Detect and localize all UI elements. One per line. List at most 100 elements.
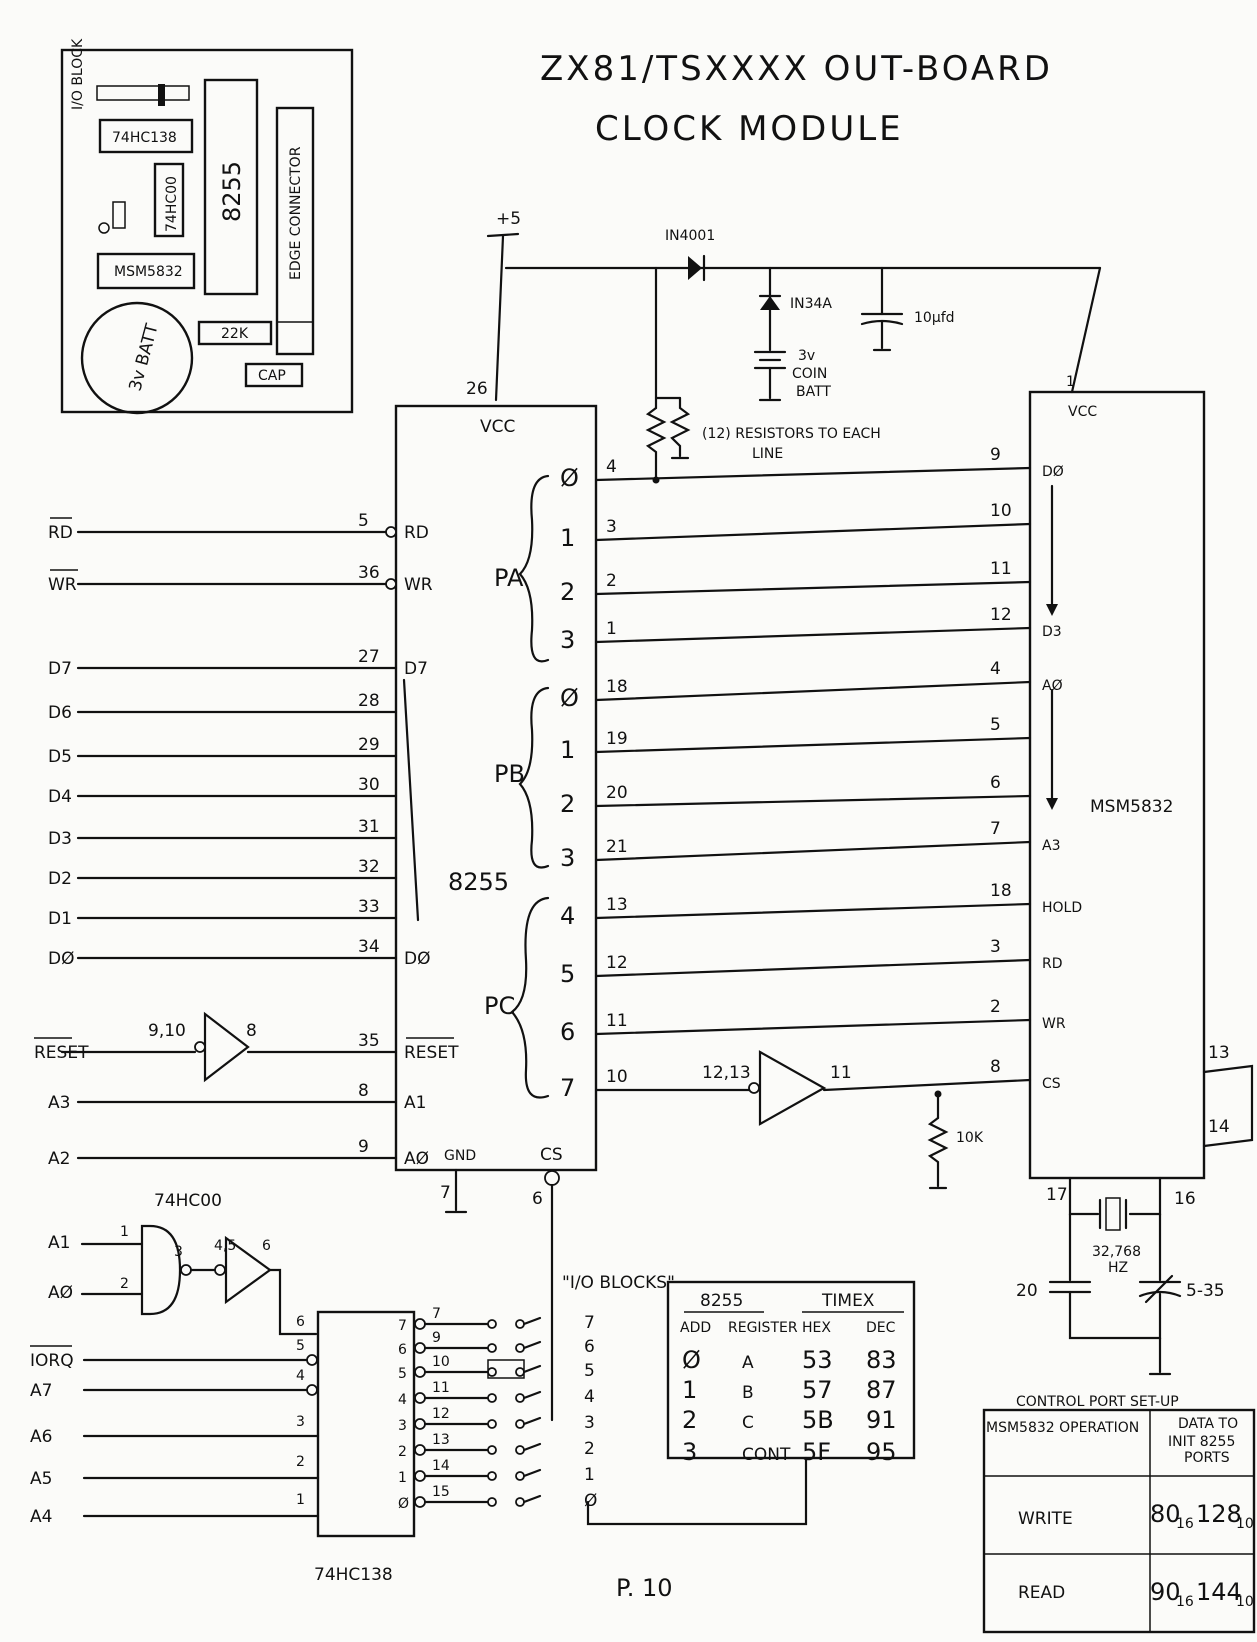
control-row-read-hexsub: 16 [1176,1594,1194,1610]
trim-label: 5-35 [1186,1281,1225,1301]
brace-pc [510,896,550,1099]
port-row-register: CONT [742,1445,791,1465]
io-block-label: I/O BLOCK [70,38,86,110]
port-bit: 2 [560,790,575,818]
io-pad-lead [522,1416,542,1426]
reset-inverter-in-pins: 9,10 [148,1021,186,1041]
pin-30: 30 [358,775,380,795]
port-row-register: C [742,1413,754,1433]
gate-pin-45: 4,5 [214,1238,236,1254]
decoder-output-bubble [414,1318,426,1330]
decoder-output-num: 2 [398,1444,407,1460]
trace-port-4 [594,680,1032,702]
msm-pin-10: 10 [990,501,1012,521]
trim-arrow [1144,1274,1174,1304]
pin-36: 36 [358,563,380,583]
diode-in4001-label: IN4001 [665,228,715,244]
reset-inverter-bubble [194,1041,206,1053]
pin-label-a2: AØ [404,1149,429,1169]
port-col-register: REGISTER [728,1320,798,1336]
sketch-74hc00-label: 74HC00 [164,176,180,232]
xtal-body [1105,1197,1121,1231]
chip-8255-cs-bubble [544,1170,560,1186]
msm-addr-arrowhead [1046,798,1058,810]
pin-32: 32 [358,857,380,877]
sketch-msm5832 [96,252,196,290]
msm-pin-2: 2 [990,997,1001,1017]
trace-port-0 [594,466,1032,482]
pin-31: 31 [358,817,380,837]
signal-a3: A3 [48,1093,70,1113]
io-pad-lead [522,1316,542,1326]
port-label-pc: PC [484,992,515,1020]
plus5-label: +5 [496,209,521,229]
decoder-input-pin: 2 [296,1454,305,1470]
cs-inverter: 12,13 11 10K [702,1050,984,1190]
cap20-label: 20 [1016,1281,1038,1301]
msm-pin-5: 5 [990,715,1001,735]
port-pin: 1 [606,619,617,639]
pin-34: 34 [358,937,380,957]
io-jumper [487,1359,525,1379]
plus5-to-8255-vcc [494,234,505,402]
port-pin: 4 [606,457,617,477]
port-row-register: A [742,1353,754,1373]
pulldown-junction [934,1090,942,1098]
trace-port-7 [594,840,1032,862]
port-label-pa: PA [494,564,524,592]
control-row-write-dec: 128 [1196,1500,1242,1528]
port-row-hex: 57 [802,1376,833,1404]
decoder-output-pin: 10 [432,1354,450,1370]
decoder-input: A4 [30,1507,52,1527]
pin-label-d7: D7 [404,659,428,679]
sketch-small-round [98,222,110,234]
gate-pin-2: 2 [120,1276,129,1292]
chip-8255-cs: CS [540,1145,563,1165]
msm-label: A3 [1042,838,1060,854]
chip-msm5832-vcc: VCC [1068,404,1097,420]
pin-9: 9 [358,1137,369,1157]
title-line-1: ZX81/TSXXXX OUT-BOARD [540,49,1053,89]
msm-pin-12: 12 [990,605,1012,625]
crystal-section: 17 16 32,768 HZ 20 5-35 [1016,1176,1225,1376]
decoder-output-pin: 12 [432,1406,450,1422]
gate-pin-3: 3 [174,1244,183,1260]
decoder-output-num: 7 [398,1318,407,1334]
control-col1: MSM5832 OPERATION [986,1420,1139,1436]
decoder-input: IORQ [30,1351,74,1371]
port-pin: 13 [606,895,628,915]
io-blocks-label: "I/O BLOCKS" [562,1273,675,1293]
xtal-right-lead [1128,1176,1162,1216]
io-block-number: 3 [584,1413,595,1433]
control-row-read-decsub: 10 [1236,1594,1254,1610]
port-row-dec: 95 [866,1438,897,1466]
board-outline [60,48,354,414]
msm-pin-3: 3 [990,937,1001,957]
xtal-label-1: 32,768 [1092,1244,1141,1260]
port-row-dec: 87 [866,1376,897,1404]
sketch-capacitor [244,362,304,388]
decoder-output-bubble [414,1342,426,1354]
io-block-number: 4 [584,1387,595,1407]
diode-in4001 [688,256,702,280]
io-pad-left [487,1445,497,1455]
control-row-read-op: READ [1018,1583,1065,1603]
cap-10-label: 10µfd [914,310,955,326]
rail-to-msm-vcc [1070,266,1102,394]
io-block-number: Ø [584,1491,597,1511]
io-block-number: 7 [584,1313,595,1333]
pin-label-a3: A1 [404,1093,426,1113]
coin-label-1: 3v [798,348,815,364]
signal-d6: D6 [48,703,72,723]
port-col-hex: HEX [802,1320,831,1336]
decoder-output-pin: 7 [432,1306,441,1322]
chip-8255-cs-pin: 6 [532,1189,543,1209]
port-bit: 4 [560,902,575,930]
sketch-resistor [197,320,273,346]
msm-label: HOLD [1042,900,1082,916]
port-table-box [666,1280,916,1460]
power-section: +5 IN4001 IN34A 3v COIN BATT 10µfd (12) … [486,209,1102,484]
msm-label: CS [1042,1076,1061,1092]
sketch-battery [80,301,194,415]
